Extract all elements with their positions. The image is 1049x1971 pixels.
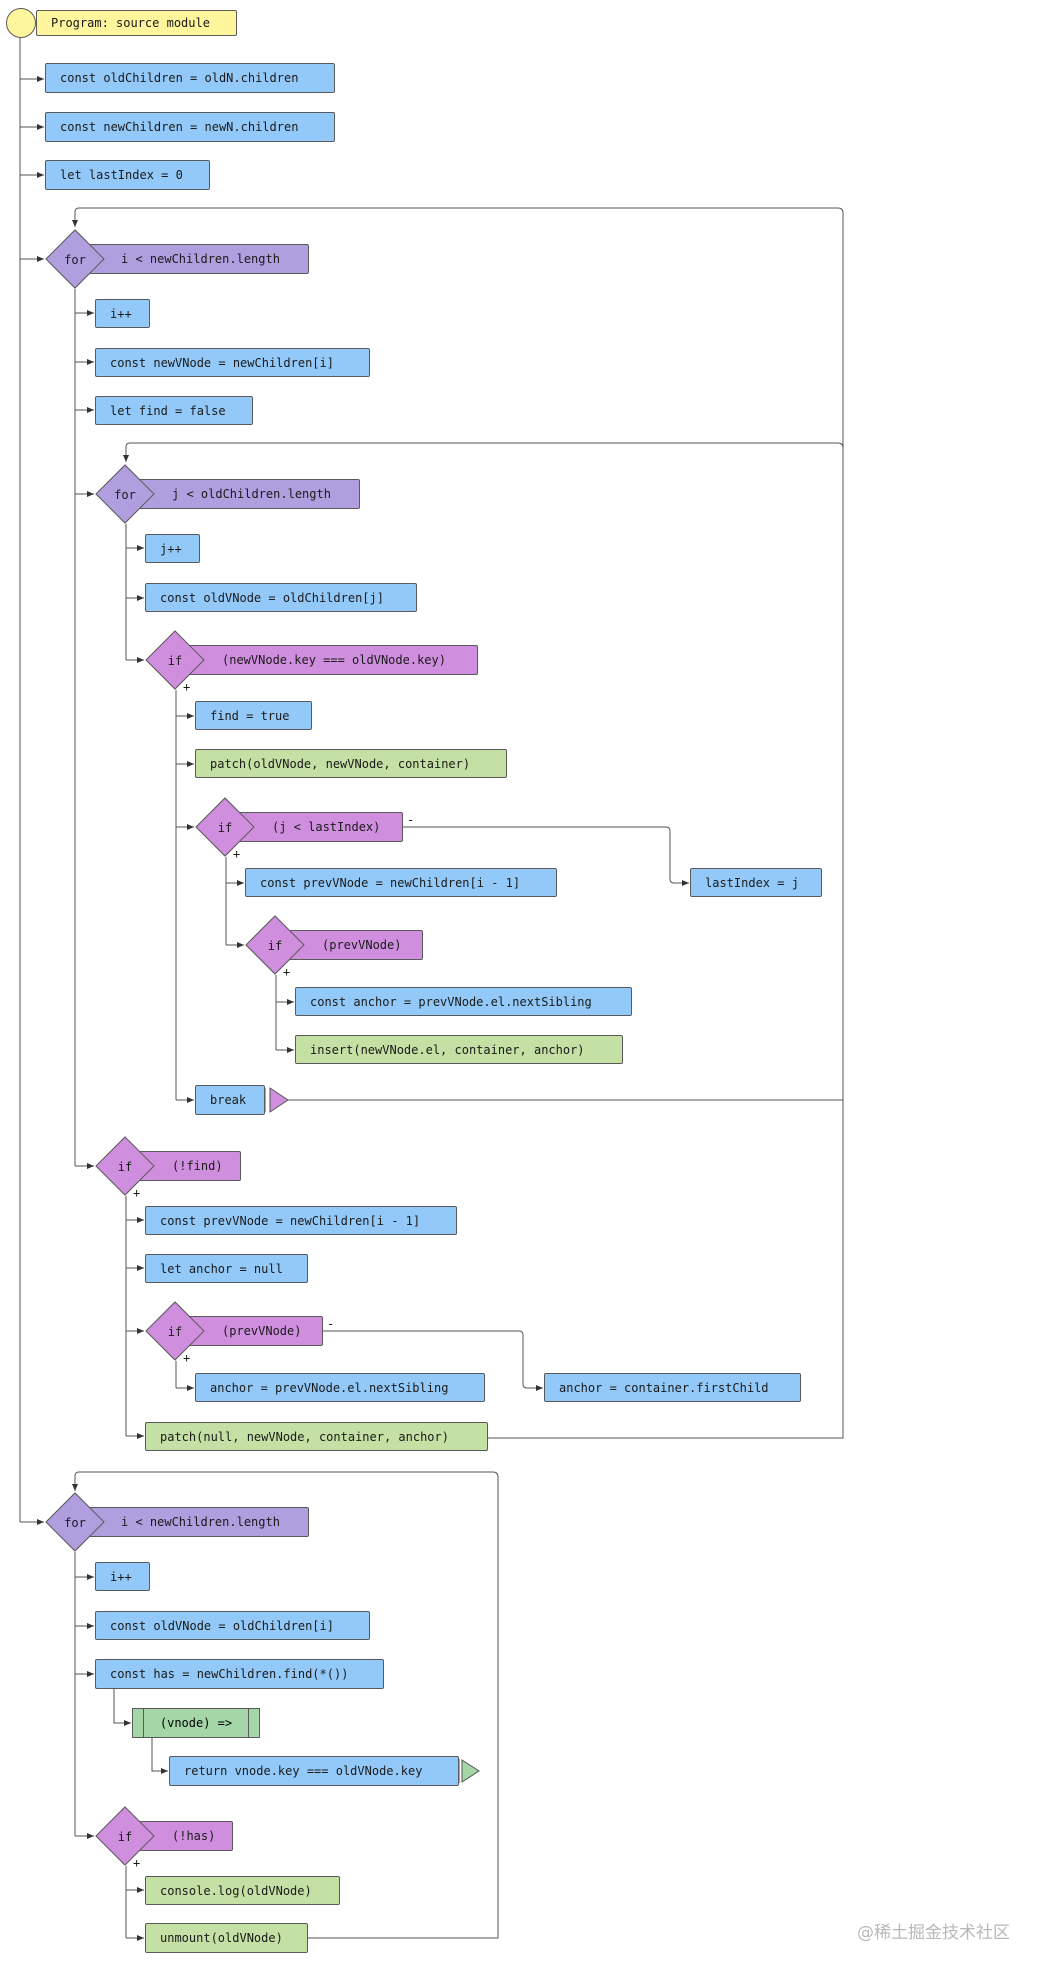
patch-call-stmt[interactable]: patch(oldVNode, newVNode, container) — [195, 749, 507, 778]
if-key-match-keyword: if — [167, 654, 183, 668]
for-loop-3-condition[interactable]: i < newChildren.length — [64, 1507, 309, 1537]
find-false-stmt[interactable]: let find = false — [95, 396, 253, 425]
if-key-match-true-sign: + — [183, 680, 191, 694]
j-increment-stmt[interactable]: j++ — [145, 534, 200, 563]
if-not-has-keyword: if — [117, 1830, 133, 1844]
console-log-stmt[interactable]: console.log(oldVNode) — [145, 1876, 340, 1905]
if-not-has-true-sign: + — [133, 1856, 141, 1870]
unmount-call-stmt[interactable]: unmount(oldVNode) — [145, 1923, 308, 1953]
prev-vnode-1-stmt[interactable]: const prevVNode = newChildren[i - 1] — [245, 868, 557, 897]
new-children-stmt[interactable]: const newChildren = newN.children — [45, 112, 335, 142]
watermark: @稀土掘金技术社区 — [857, 1923, 1010, 1943]
return-compare-stmt[interactable]: return vnode.key === oldVNode.key — [169, 1756, 459, 1786]
let-anchor-stmt[interactable]: let anchor = null — [145, 1254, 308, 1283]
program-label[interactable]: Program: source module — [36, 10, 237, 36]
i-increment-stmt[interactable]: i++ — [95, 299, 150, 328]
anchor-assign-stmt[interactable]: anchor = prevVNode.el.nextSibling — [195, 1373, 485, 1402]
break-exit-marker — [269, 1087, 289, 1113]
for-loop-2-condition[interactable]: j < oldChildren.length — [115, 479, 360, 509]
if-prev-vnode-1-true-sign: + — [283, 965, 291, 979]
patch-null-stmt[interactable]: patch(null, newVNode, container, anchor) — [145, 1422, 488, 1451]
break-stmt[interactable]: break — [195, 1085, 265, 1115]
find-true-stmt[interactable]: find = true — [195, 701, 312, 730]
if-lastindex-false-sign: - — [407, 813, 415, 827]
for-loop-2-keyword: for — [114, 488, 136, 502]
if-not-find-keyword: if — [117, 1160, 133, 1174]
if-lastindex-condition[interactable]: (j < lastIndex) — [215, 812, 403, 842]
if-prev-vnode-2-keyword: if — [167, 1325, 183, 1339]
anchor-first-child-stmt[interactable]: anchor = container.firstChild — [544, 1373, 801, 1402]
last-index-assign-stmt[interactable]: lastIndex = j — [690, 868, 822, 897]
has-find-stmt[interactable]: const has = newChildren.find(*()) — [95, 1659, 384, 1689]
if-prev-vnode-2-true-sign: + — [183, 1351, 191, 1365]
insert-call-stmt[interactable]: insert(newVNode.el, container, anchor) — [295, 1035, 623, 1064]
if-lastindex-keyword: if — [217, 821, 233, 835]
old-vnode-j-stmt[interactable]: const oldVNode = oldChildren[j] — [145, 583, 417, 612]
if-prev-vnode-1-keyword: if — [267, 939, 283, 953]
prev-vnode-2-stmt[interactable]: const prevVNode = newChildren[i - 1] — [145, 1206, 457, 1235]
anchor-const-stmt[interactable]: const anchor = prevVNode.el.nextSibling — [295, 987, 632, 1016]
i-increment-2-stmt[interactable]: i++ — [95, 1562, 150, 1591]
if-key-match-condition[interactable]: (newVNode.key === oldVNode.key) — [165, 645, 478, 675]
return-exit-marker — [461, 1759, 480, 1783]
if-prev-vnode-2-false-sign: - — [327, 1317, 335, 1331]
if-not-find-true-sign: + — [133, 1186, 141, 1200]
for-loop-1-condition[interactable]: i < newChildren.length — [64, 244, 309, 274]
program-start-circle — [6, 8, 36, 38]
if-lastindex-true-sign: + — [233, 847, 241, 861]
last-index-init-stmt[interactable]: let lastIndex = 0 — [45, 160, 210, 190]
for-loop-1-keyword: for — [64, 253, 86, 267]
arrow-function-block[interactable]: (vnode) => — [132, 1708, 260, 1738]
for-loop-3-keyword: for — [64, 1516, 86, 1530]
old-children-stmt[interactable]: const oldChildren = oldN.children — [45, 63, 335, 93]
old-vnode-i-stmt[interactable]: const oldVNode = oldChildren[i] — [95, 1611, 370, 1640]
new-vnode-stmt[interactable]: const newVNode = newChildren[i] — [95, 348, 370, 377]
